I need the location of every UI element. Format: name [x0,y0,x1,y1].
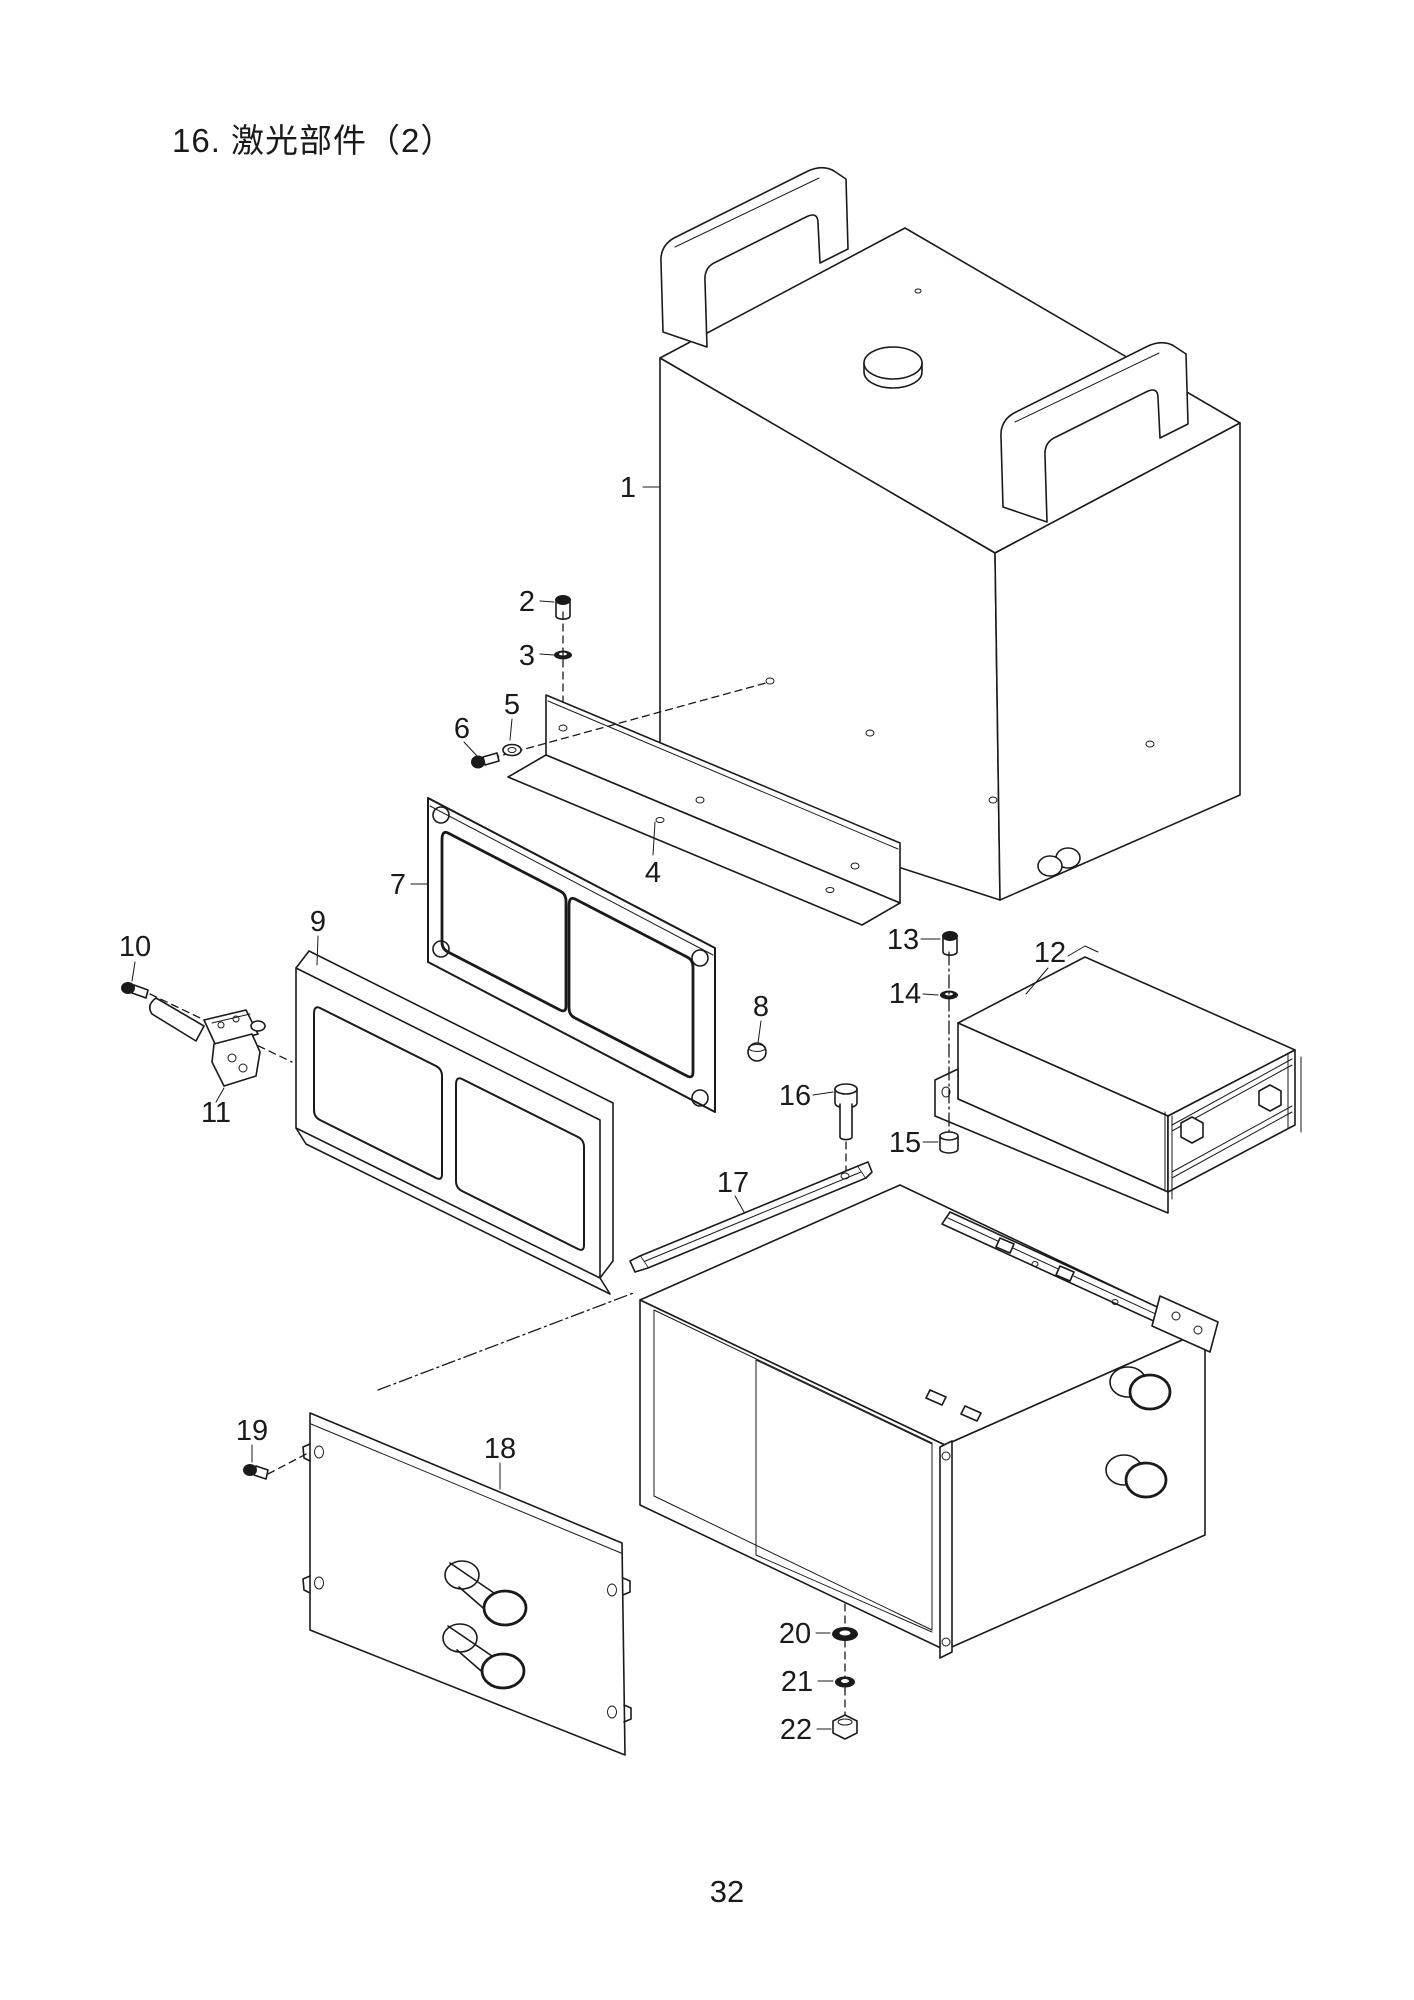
callout-5: 5 [504,689,520,721]
callout-19: 19 [236,1415,268,1447]
callout-7: 7 [390,869,406,901]
part-washer-5 [502,743,522,757]
part-screw-2 [555,595,571,620]
callout-9: 9 [310,906,326,938]
part-washer-20 [832,1627,858,1641]
part-nut-22 [832,1714,858,1740]
part-drawer-unit [934,945,1302,1214]
part-washer-21 [835,1676,855,1688]
part-laser-box [659,166,1241,901]
part-plug-cap [747,1042,767,1062]
hose-ports [1105,1366,1172,1499]
drain-connector [1037,847,1081,877]
callout-6: 6 [454,713,470,745]
callout-17: 17 [717,1167,749,1199]
part-nut-15 [939,1131,959,1154]
callout-4: 4 [645,857,661,889]
part-screw-19 [243,1464,269,1480]
part-toggle-clamp [148,997,266,1087]
part-window-frame [295,950,614,1295]
handle-right [1000,341,1189,523]
callout-3: 3 [519,640,535,672]
part-screw-13 [942,931,958,956]
handle-left [660,166,849,348]
callout-13: 13 [887,924,919,956]
part-angle-bracket [507,694,901,926]
callout-11: 11 [201,1097,231,1129]
callout-14: 14 [889,978,921,1010]
page-title: 16. 激光部件（2） [172,122,455,159]
part-screw-10 [121,982,149,999]
part-cover-panel [302,1412,632,1756]
callout-1: 1 [620,472,636,504]
leader-lines [131,486,1049,1730]
callout-22: 22 [780,1714,812,1746]
callout-18: 18 [484,1433,516,1465]
callout-12: 12 [1034,937,1066,969]
enclosure-box [639,1184,1219,1659]
part-rail [629,1161,873,1273]
callout-21: 21 [781,1666,813,1698]
elbow-tubes [442,1560,528,1690]
callout-20: 20 [779,1618,811,1650]
callout-labels: 1 2 3 4 5 6 7 8 9 10 11 12 13 14 15 16 1… [119,472,1066,1746]
page-number: 32 [709,1874,745,1909]
callout-8: 8 [753,991,769,1023]
part-bolt-16 [834,1083,858,1141]
callout-15: 15 [889,1127,921,1159]
part-screw-6 [471,752,500,769]
callout-10: 10 [119,931,151,963]
callout-16: 16 [779,1080,811,1112]
part-gasket [427,797,716,1113]
callout-2: 2 [519,586,535,618]
